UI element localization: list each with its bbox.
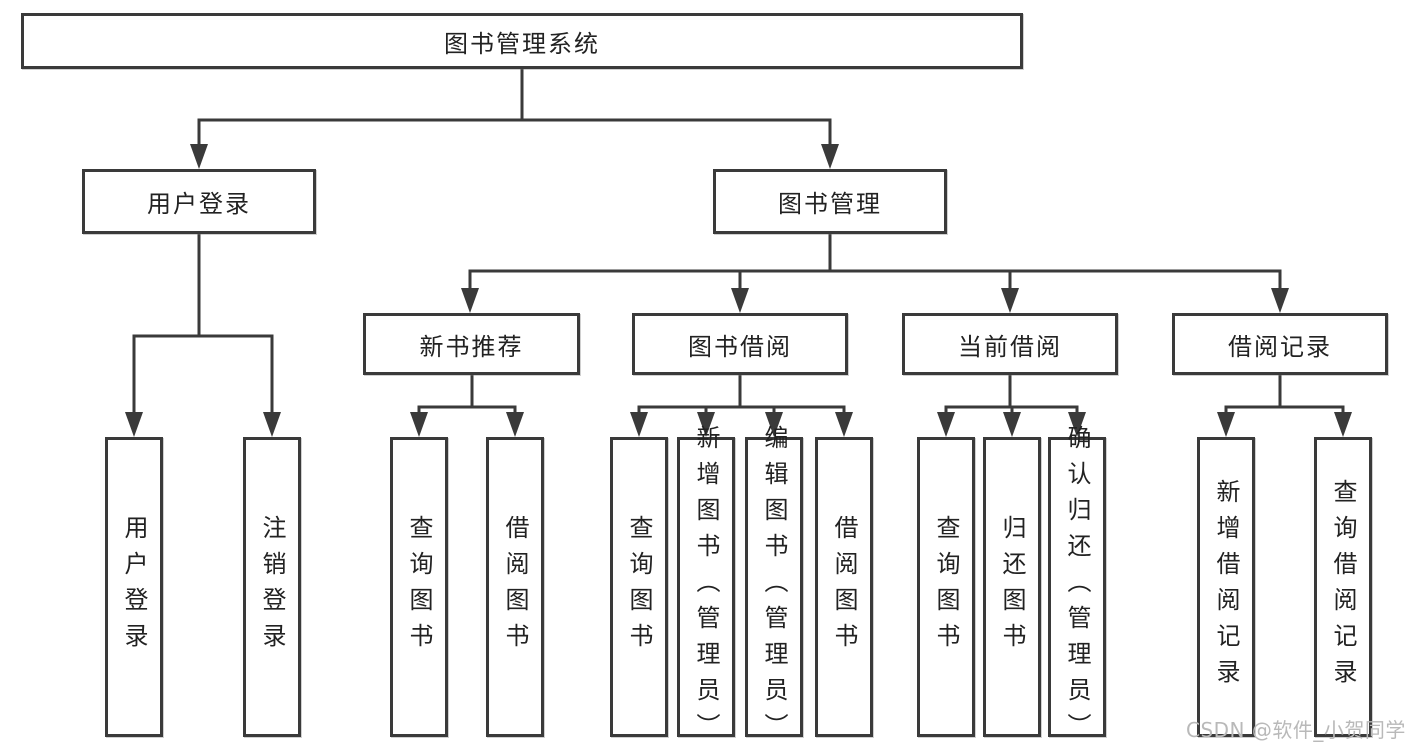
leaf-edit-books-admin-label: 编辑图书（管理员） xyxy=(760,425,788,747)
node-book-management-label: 图书管理 xyxy=(778,190,882,218)
node-new-book-recommend: 新书推荐 xyxy=(363,313,580,375)
leaf-borrow-query-books-label: 查询图书 xyxy=(625,515,653,659)
leaf-recommend-borrow-books-label: 借阅图书 xyxy=(501,515,529,659)
leaf-borrow-query-books: 查询图书 xyxy=(610,437,668,737)
leaf-recommend-borrow-books: 借阅图书 xyxy=(486,437,544,737)
node-book-borrow-label: 图书借阅 xyxy=(688,332,792,361)
leaf-user-login-label: 用户登录 xyxy=(120,515,148,659)
leaf-query-borrow-record: 查询借阅记录 xyxy=(1314,437,1372,737)
leaf-current-query-books-label: 查询图书 xyxy=(932,515,960,659)
leaf-edit-books-admin: 编辑图书（管理员） xyxy=(745,425,803,747)
node-book-borrow: 图书借阅 xyxy=(632,313,848,375)
leaf-recommend-query-books: 查询图书 xyxy=(390,437,448,737)
leaf-add-borrow-record: 新增借阅记录 xyxy=(1197,437,1255,737)
node-user-login-label: 用户登录 xyxy=(147,190,251,218)
leaf-recommend-query-books-label: 查询图书 xyxy=(405,515,433,659)
node-root-label: 图书管理系统 xyxy=(444,29,600,58)
node-borrow-records-label: 借阅记录 xyxy=(1228,332,1332,361)
leaf-user-login: 用户登录 xyxy=(105,437,163,737)
leaf-current-query-books: 查询图书 xyxy=(917,437,975,737)
leaf-return-books: 归还图书 xyxy=(983,437,1041,737)
leaf-return-books-label: 归还图书 xyxy=(998,515,1026,659)
leaf-confirm-return-admin: 确认归还（管理员） xyxy=(1048,425,1106,747)
node-current-borrow-label: 当前借阅 xyxy=(958,332,1062,361)
leaf-add-books-admin-label: 新增图书（管理员） xyxy=(692,425,720,747)
leaf-add-borrow-record-label: 新增借阅记录 xyxy=(1212,479,1240,695)
node-user-login: 用户登录 xyxy=(82,169,316,234)
node-borrow-records: 借阅记录 xyxy=(1172,313,1388,375)
node-current-borrow: 当前借阅 xyxy=(902,313,1118,375)
leaf-confirm-return-admin-label: 确认归还（管理员） xyxy=(1063,425,1091,747)
node-root: 图书管理系统 xyxy=(21,13,1023,69)
node-new-book-recommend-label: 新书推荐 xyxy=(419,332,524,361)
arrowheads xyxy=(125,144,1352,437)
leaf-borrow-books: 借阅图书 xyxy=(815,437,873,737)
node-book-management: 图书管理 xyxy=(713,169,947,234)
leaf-add-books-admin: 新增图书（管理员） xyxy=(677,425,735,747)
leaf-borrow-books-label: 借阅图书 xyxy=(830,515,858,659)
leaf-query-borrow-record-label: 查询借阅记录 xyxy=(1329,479,1357,695)
leaf-logout-label: 注销登录 xyxy=(258,515,286,659)
watermark: CSDN @软件_小贺同学 xyxy=(1186,718,1405,742)
leaf-logout: 注销登录 xyxy=(243,437,301,737)
